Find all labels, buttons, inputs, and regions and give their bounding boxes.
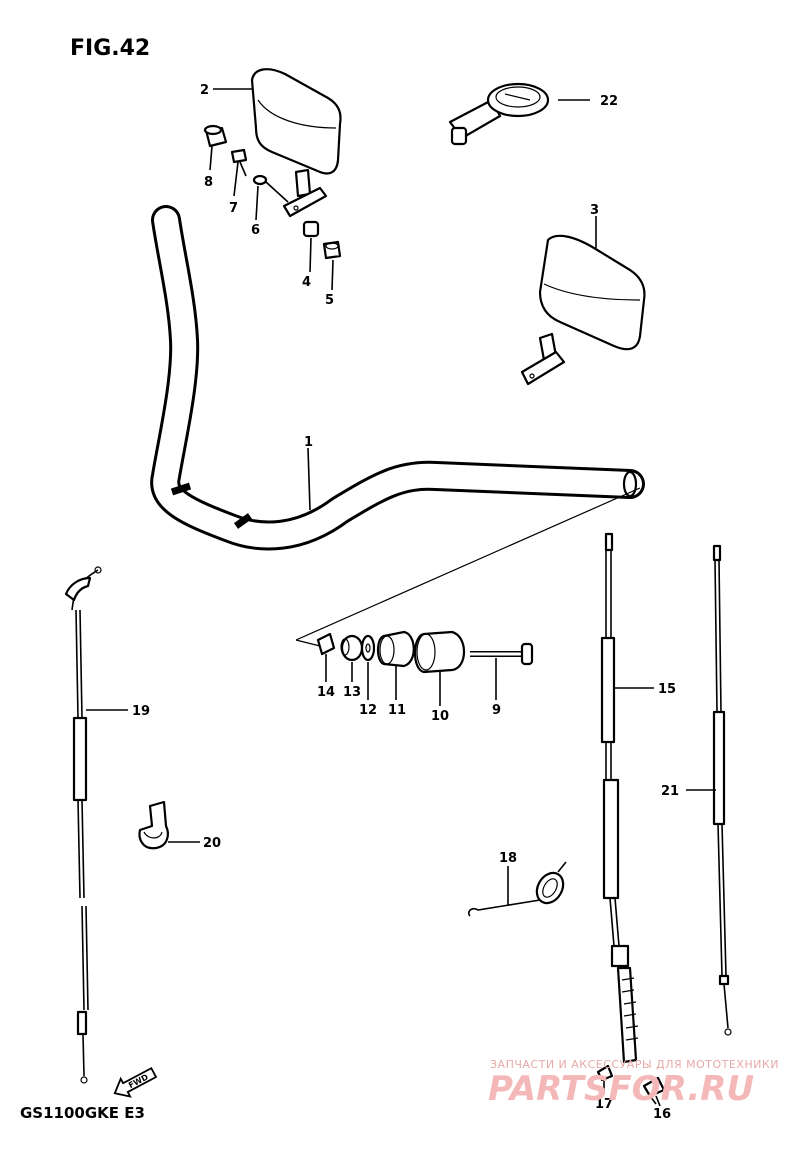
callout-11: 11 — [388, 703, 406, 718]
collar-13[interactable] — [340, 634, 364, 662]
callout-labels: 2 22 3 1 8 7 6 4 5 14 13 12 11 10 9 15 1… — [132, 83, 679, 1122]
watermark-logo: PARTSFOR.RU — [488, 1069, 754, 1109]
callout-6: 6 — [251, 223, 260, 238]
callout-20: 20 — [203, 836, 221, 851]
throttle-housing[interactable] — [448, 82, 550, 146]
clutch-cable-15[interactable] — [600, 532, 639, 1064]
callout-12: 12 — [359, 703, 377, 718]
cable-clamp-20[interactable] — [138, 800, 169, 850]
callout-16: 16 — [653, 1107, 671, 1122]
nut-14[interactable] — [316, 632, 336, 656]
bolt-9[interactable] — [470, 642, 534, 666]
balancer-10[interactable] — [413, 630, 465, 674]
callout-9: 9 — [492, 703, 501, 718]
model-label: GS1100GKE E3 — [20, 1104, 145, 1122]
figure-title: FIG.42 — [70, 36, 150, 61]
callout-13: 13 — [343, 685, 361, 700]
callout-5: 5 — [325, 293, 334, 308]
callout-1: 1 — [304, 435, 313, 450]
spacer-4[interactable] — [302, 220, 320, 238]
nut-8[interactable] — [203, 124, 228, 148]
callout-19: 19 — [132, 704, 150, 719]
callout-15: 15 — [658, 682, 676, 697]
callout-22: 22 — [600, 94, 618, 109]
callout-7: 7 — [229, 201, 238, 216]
screw-17[interactable] — [596, 1064, 614, 1082]
forward-arrow-icon: FWD — [113, 1066, 158, 1098]
left-mirror[interactable] — [250, 68, 342, 218]
washer-12[interactable] — [360, 634, 376, 662]
nut-5[interactable] — [322, 240, 342, 260]
leader-lines — [86, 88, 716, 1107]
callout-17: 17 — [595, 1097, 613, 1112]
throttle-cable-19[interactable] — [64, 566, 102, 1084]
callout-21: 21 — [661, 784, 679, 799]
callout-18: 18 — [499, 851, 517, 866]
washer-6[interactable] — [252, 174, 289, 203]
spring-clip-18[interactable] — [467, 861, 569, 917]
bolt-7[interactable] — [230, 148, 248, 177]
right-mirror[interactable] — [520, 234, 646, 386]
damper-11[interactable] — [376, 630, 415, 668]
callout-2: 2 — [200, 83, 209, 98]
watermark-tagline: ЗАПЧАСТИ И АКСЕССУАРЫ ДЛЯ МОТОТЕХНИКИ — [490, 1058, 779, 1071]
callout-10: 10 — [431, 709, 449, 724]
handlebar[interactable] — [150, 205, 645, 551]
cable-21[interactable] — [712, 544, 732, 1036]
callout-3: 3 — [590, 203, 599, 218]
bolt-16[interactable] — [642, 1076, 666, 1105]
callout-8: 8 — [204, 175, 213, 190]
callout-14: 14 — [317, 685, 335, 700]
callout-4: 4 — [302, 275, 311, 290]
